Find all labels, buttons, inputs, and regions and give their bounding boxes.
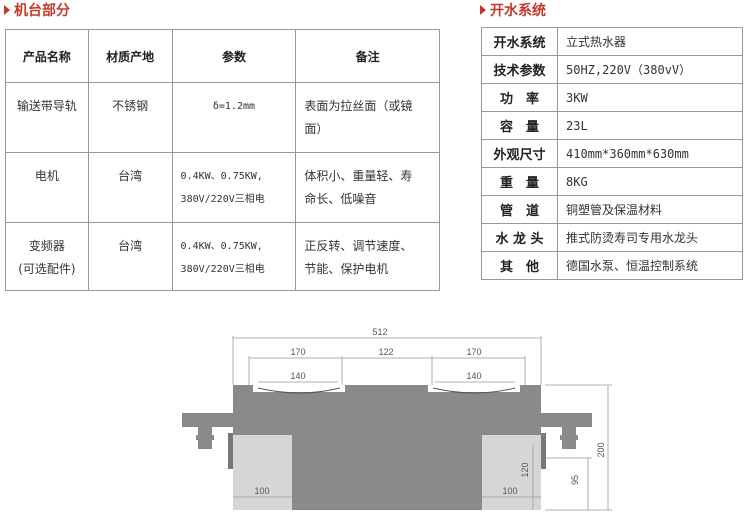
row-key: 重 量: [481, 167, 558, 196]
table-row: 水 龙 头推式防烫寿司专用水龙头: [481, 223, 743, 252]
row-key: 水 龙 头: [481, 223, 558, 252]
row-key: 容 量: [481, 111, 558, 140]
row-value: 23L: [557, 111, 743, 140]
cell-origin: 台湾: [87, 222, 173, 291]
row-value: 立式热水器: [557, 27, 743, 56]
right-recess: [428, 382, 520, 392]
cell-note-line: 面）: [304, 122, 329, 136]
row-value: 8KG: [557, 167, 743, 196]
dimension-lines: [232, 336, 612, 511]
cell-origin: 不锈钢: [87, 82, 173, 153]
right-panel: [482, 435, 541, 510]
machine-section-title-text: 机台部分: [14, 3, 70, 19]
cell-params: 0.4KW、0.75KW, 380V/220V三相电: [171, 222, 297, 291]
left-flange: [228, 433, 233, 469]
dim-bottom-left-label: 100: [254, 486, 269, 496]
right-flange: [541, 433, 546, 469]
cell-name-line: 电机: [34, 169, 59, 183]
table-row: 其 他德国水泵、恒温控制系统: [481, 251, 743, 280]
cell-note-line: 节能、保护电机: [304, 262, 389, 276]
left-recess: [253, 382, 345, 392]
dim-right-label: 170: [466, 347, 481, 357]
left-panel: [233, 435, 292, 510]
dim-height-label: 200: [596, 442, 606, 457]
right-pipe: [540, 413, 592, 449]
water-section-title-text: 开水系统: [490, 3, 546, 19]
header-parameters: 参数: [171, 29, 297, 83]
row-value: 3KW: [557, 83, 743, 112]
row-key: 开水系统: [481, 27, 558, 56]
table-row: 开水系统立式热水器: [481, 27, 743, 56]
machine-body-top: [233, 385, 541, 435]
table-row: 电机 台湾 0.4KW、0.75KW, 380V/220V三相电 体积小、重量轻、…: [5, 152, 440, 223]
cell-params-line: 380V/220V三相电: [180, 264, 265, 275]
dim-inner-right-label: 140: [466, 371, 481, 381]
cell-note-line: 正反转、调节速度、: [304, 239, 413, 253]
row-value: 德国水泵、恒温控制系统: [557, 251, 743, 280]
row-value: 铜塑管及保温材料: [557, 195, 743, 224]
dim-mid-label: 122: [378, 347, 393, 357]
cell-params-line: 0.4KW、0.75KW,: [180, 241, 263, 252]
cell-name-line: 输送带导轨: [16, 99, 77, 113]
dim-inner-left-label: 140: [290, 371, 305, 381]
table-row: 输送带导轨 不锈钢 δ=1.2mm 表面为拉丝面（或镜面）: [5, 82, 440, 153]
row-value: 50HZ,220V（380vV）: [557, 55, 743, 84]
cell-params: 0.4KW、0.75KW, 380V/220V三相电: [171, 152, 297, 223]
machine-body-center: [292, 435, 482, 510]
cell-origin: 台湾: [87, 152, 173, 223]
row-key: 管 道: [481, 195, 558, 224]
cell-params-line: 0.4KW、0.75KW,: [180, 171, 263, 182]
dim-total-label: 512: [372, 327, 387, 337]
cell-name: 电机: [5, 152, 89, 223]
machine-section-title: 机台部分: [4, 0, 70, 20]
left-basin: [257, 387, 341, 394]
dim-bottom-right-label: 100: [502, 486, 517, 496]
cell-params-line: 380V/220V三相电: [180, 194, 265, 205]
cell-name: 输送带导轨: [5, 82, 89, 153]
dim-left-label: 170: [290, 347, 305, 357]
cell-name-line: 变频器: [28, 239, 65, 253]
dim-120-label: 120: [520, 462, 530, 477]
table-row: 变频器 (可选配件) 台湾 0.4KW、0.75KW, 380V/220V三相电 正…: [5, 222, 440, 291]
cell-note: 正反转、调节速度、节能、保护电机: [295, 222, 440, 291]
cell-params-line: δ=1.2mm: [212, 101, 256, 112]
left-pipe: [182, 413, 234, 449]
row-key: 外观尺寸: [481, 139, 558, 168]
arrow-icon: [480, 5, 486, 15]
row-key: 功 率: [481, 83, 558, 112]
cell-note-line: 体积小、重量轻、寿: [304, 169, 413, 183]
right-basin: [432, 387, 516, 394]
cell-note: 表面为拉丝面（或镜面）: [295, 82, 440, 153]
arrow-icon: [4, 5, 10, 15]
cell-note-line: 命长、低噪音: [304, 192, 377, 206]
header-product-name: 产品名称: [5, 29, 89, 83]
technical-drawing: 512 170 122 170 140 140 200 120 95 100 1…: [182, 327, 612, 511]
header-material-origin: 材质产地: [87, 29, 173, 83]
cell-params: δ=1.2mm: [171, 82, 297, 153]
row-key: 技术参数: [481, 55, 558, 84]
machine-table: 产品名称 材质产地 参数 备注 输送带导轨 不锈钢 δ=1.2mm 表面为拉丝面…: [5, 29, 440, 291]
cell-name: 变频器 (可选配件): [5, 222, 89, 291]
cell-note-line: 表面为拉丝面（或镜: [304, 99, 413, 113]
water-section-title: 开水系统: [480, 0, 546, 20]
table-row: 管 道铜塑管及保温材料: [481, 195, 743, 224]
dim-95-label: 95: [570, 475, 580, 485]
cell-name-line: (可选配件): [18, 262, 76, 276]
header-notes: 备注: [295, 29, 440, 83]
row-key: 其 他: [481, 251, 558, 280]
cell-note: 体积小、重量轻、寿命长、低噪音: [295, 152, 440, 223]
row-value: 推式防烫寿司专用水龙头: [557, 223, 743, 252]
row-value: 410mm*360mm*630mm: [557, 139, 743, 168]
